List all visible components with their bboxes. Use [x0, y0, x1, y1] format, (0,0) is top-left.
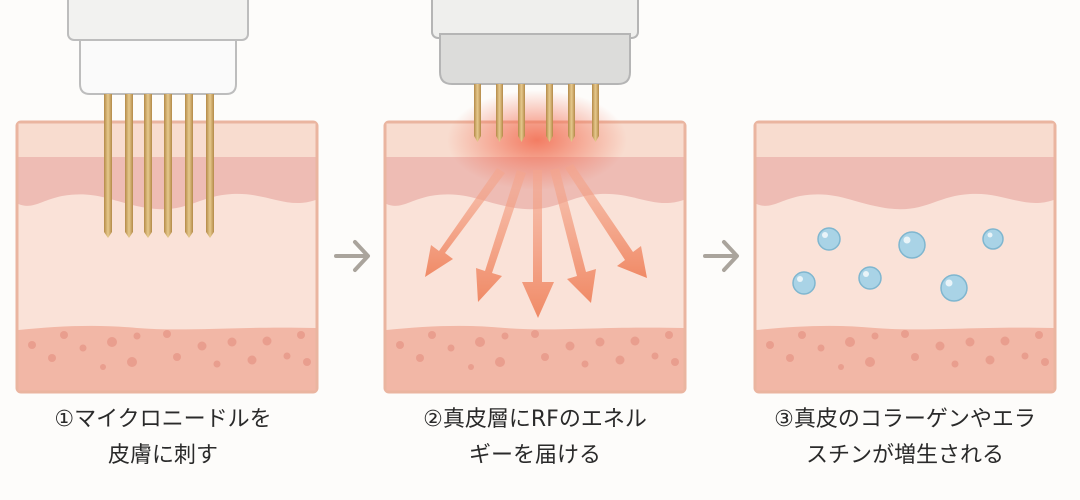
step-1-caption: ①マイクロニードルを 皮膚に刺す [0, 402, 343, 474]
microneedles [104, 94, 214, 238]
step-3-line-2: スチンが増生される [805, 443, 1004, 468]
step-2-caption: ②真皮層にRFのエネル ギーを届ける [355, 402, 715, 474]
step-1-line-1: ①マイクロニードルを [54, 407, 272, 432]
panel-collagen-growth [753, 120, 1057, 394]
panel-microneedle-insertion [15, 0, 319, 394]
step-2-line-2: ギーを届ける [468, 443, 601, 468]
step-3-caption: ③真皮のコラーゲンやエラ スチンが増生される [725, 402, 1080, 474]
microneedles [474, 84, 599, 142]
step-2-line-1: ②真皮層にRFのエネル [423, 407, 647, 432]
rf-energy-arrows [425, 164, 647, 318]
arrow-right-icon [334, 240, 370, 272]
step-3-line-1: ③真皮のコラーゲンやエラ [774, 407, 1036, 432]
arrow-right-icon [703, 240, 739, 272]
panel-rf-energy [383, 0, 687, 394]
step-1-line-2: 皮膚に刺す [107, 443, 218, 468]
device-handpiece [67, 0, 249, 95]
device-handpiece [431, 0, 639, 85]
